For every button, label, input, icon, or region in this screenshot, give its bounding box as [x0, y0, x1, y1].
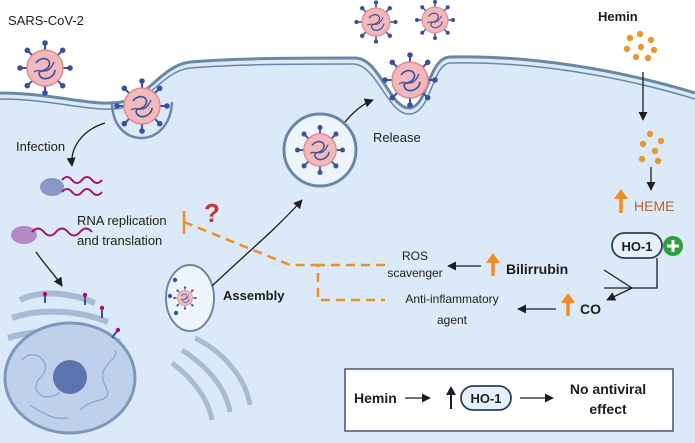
rna-replication-label-2: and translation	[77, 233, 162, 248]
assembly-label: Assembly	[223, 288, 285, 303]
ribosome-icon-2	[11, 226, 37, 244]
assembly-spikes-icon	[167, 277, 179, 316]
er-protein-dots	[42, 291, 121, 333]
bilirubin-up-arrow-icon	[486, 253, 500, 276]
ros-label-1: ROS	[402, 249, 428, 263]
cytoplasm	[0, 56, 695, 443]
bilirubin-label: Bilirrubin	[506, 261, 568, 277]
hemin-label: Hemin	[598, 9, 638, 24]
heme-up-arrow-icon	[614, 189, 628, 213]
plus-icon-cross	[667, 240, 679, 252]
summary-ho1-label: HO-1	[470, 391, 501, 406]
ros-label-2: scavenger	[387, 266, 442, 280]
rna-strand-3	[31, 227, 93, 237]
heme-label: HEME	[634, 198, 674, 214]
endocytosis-pocket	[110, 101, 174, 140]
sars-label: SARS-CoV-2	[8, 13, 84, 28]
summary-hemin-label: Hemin	[354, 390, 397, 406]
ho1-output-line	[604, 258, 658, 289]
summary-result-label-1: No antiviral	[570, 381, 646, 397]
virus-released-2	[414, 0, 456, 41]
summary-up-arrow-icon	[446, 386, 456, 409]
ho1-pill	[611, 232, 663, 259]
rna-strand-1	[61, 176, 103, 184]
golgi-apparatus	[170, 335, 253, 421]
co-label: CO	[580, 301, 601, 317]
dashed-bracket	[316, 263, 385, 302]
rna-strand-2	[61, 188, 103, 196]
er-spike-proteins	[44, 295, 118, 339]
summary-ho1-pill	[460, 385, 512, 411]
to-co-arrow	[606, 287, 633, 301]
to-bilirubin-line	[603, 269, 633, 289]
hemin-particles-top	[623, 30, 658, 62]
anti-inflammatory-label-2: agent	[437, 313, 468, 327]
release-label: Release	[373, 130, 421, 145]
anti-inflammatory-label-1: Anti-inflammatory	[405, 292, 498, 306]
question-mark: ?	[204, 198, 220, 228]
co-up-arrow-icon	[561, 293, 575, 316]
virus-in-vesicle	[294, 124, 346, 176]
chromatin	[21, 349, 117, 420]
dashed-inhibition-path	[183, 220, 318, 267]
ribosome-icon	[40, 178, 64, 196]
virus-outside	[16, 39, 74, 97]
virus-released-1	[353, 0, 399, 45]
rna-replication-label-1: RNA replication	[77, 213, 167, 228]
translation-arrow	[35, 251, 63, 287]
release-arrow	[344, 98, 374, 123]
nucleolus	[53, 360, 87, 394]
assembly-virus-icon	[172, 285, 198, 311]
virus-budding	[381, 51, 439, 109]
infection-arrow	[66, 122, 106, 167]
ho1-label: HO-1	[621, 239, 652, 254]
summary-result-label-2: effect	[589, 401, 627, 417]
assembly-arrow	[211, 199, 303, 287]
hemin-particles-inside	[638, 130, 665, 165]
virus-entering	[113, 77, 171, 135]
infection-label: Infection	[16, 139, 65, 154]
